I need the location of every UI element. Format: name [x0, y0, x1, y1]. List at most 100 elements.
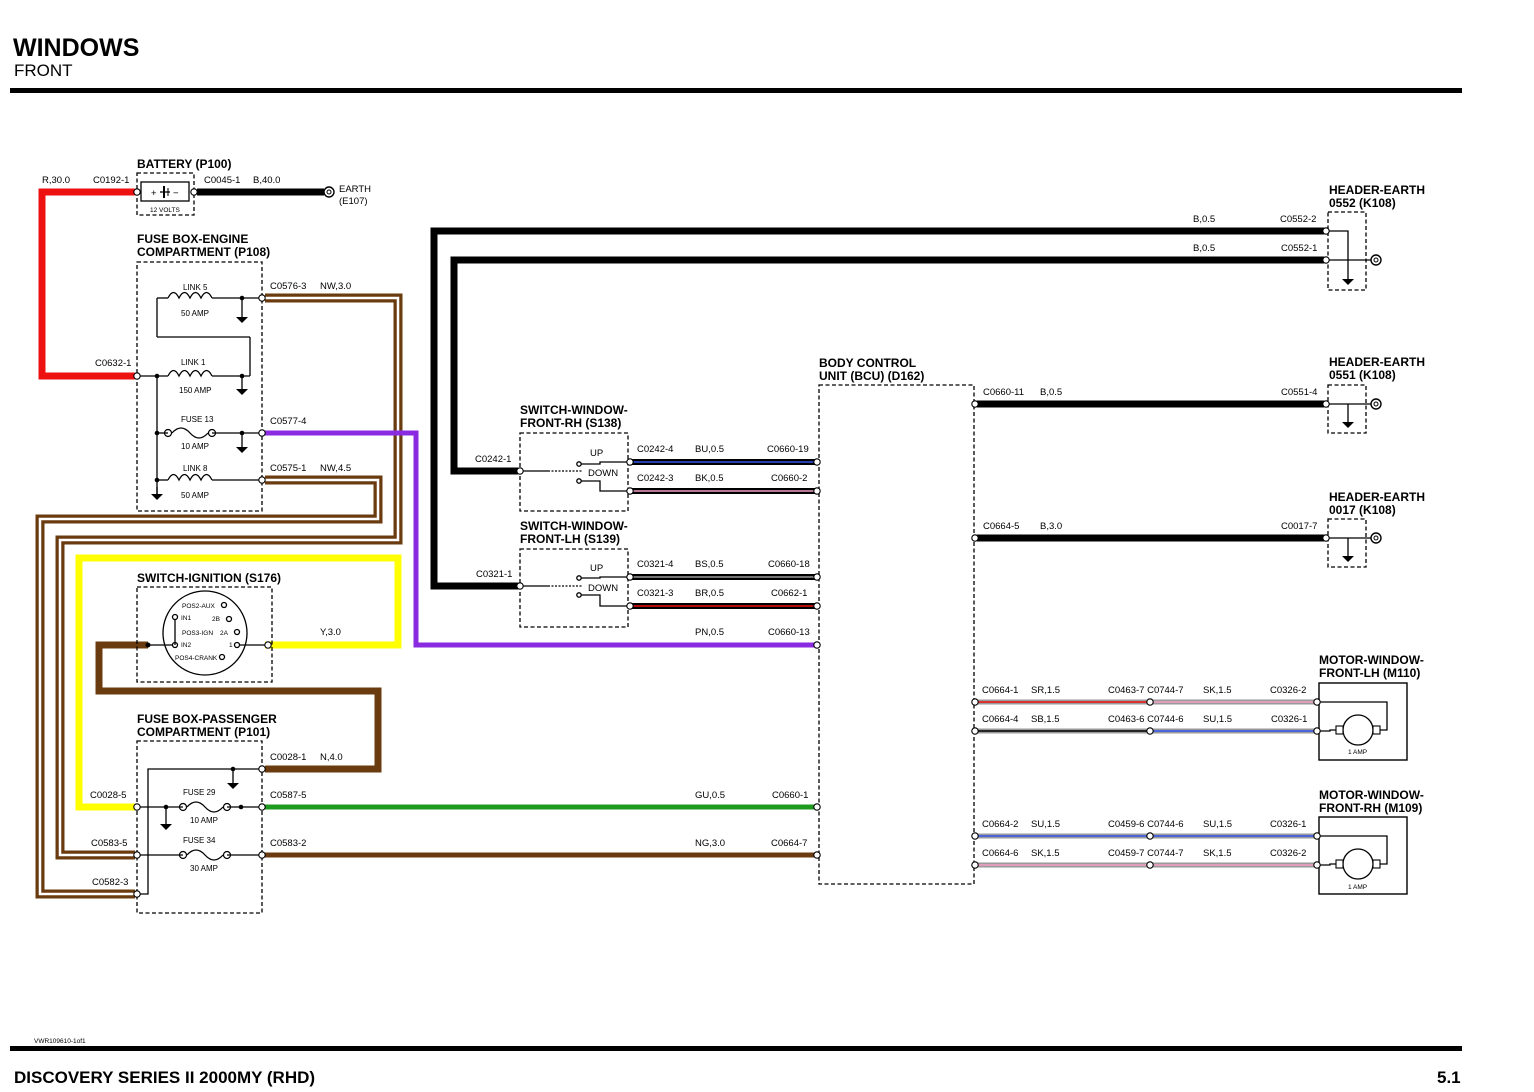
ign-in2: IN2 — [181, 642, 192, 649]
earth-e107-line1: EARTH — [339, 184, 371, 195]
label-y30: Y,3.0 — [320, 627, 341, 638]
label-c0660-11: C0660-11 — [983, 387, 1024, 398]
label-c0017-7: C0017-7 — [1281, 521, 1317, 532]
wire-nw-3-0 — [58, 296, 400, 857]
label-b30: B,3.0 — [1040, 521, 1062, 532]
label-su15b: SU,1.5 — [1031, 819, 1060, 830]
wire-r-30 — [38, 188, 135, 380]
fuse13-rating: 10 AMP — [181, 442, 209, 451]
body-control-unit: BODY CONTROL UNIT (BCU) (D162) — [813, 356, 979, 885]
battery: BATTERY (P100) + − 12 VOLTS — [133, 157, 231, 216]
label-sk15a: SK,1.5 — [1203, 685, 1232, 696]
fuse29-name: FUSE 29 — [183, 788, 216, 797]
fusebox-passenger: FUSE BOX-PASSENGER COMPARTMENT (P101) FU… — [133, 712, 277, 914]
label-b05c: B,0.5 — [1040, 387, 1062, 398]
label-sr15: SR,1.5 — [1031, 685, 1060, 696]
label-c0660-2: C0660-2 — [771, 473, 807, 484]
label-c0326-1a: C0326-1 — [1271, 714, 1307, 725]
label-c0576-3: C0576-3 — [270, 281, 306, 292]
label-c0664-2: C0664-2 — [982, 819, 1018, 830]
label-c0577-4: C0577-4 — [270, 416, 306, 427]
label-c0664-5: C0664-5 — [983, 521, 1019, 532]
switch-window-lh: SWITCH-WINDOW- FRONT-LH (S139) UP DOWN — [516, 519, 634, 628]
ign-pos2: POS2-AUX — [182, 603, 216, 610]
drawing-ref: VWR109610-1of1 — [34, 1038, 86, 1045]
label-c0583-2: C0583-2 — [270, 838, 306, 849]
motor-lh-title2: FRONT-LH (M110) — [1319, 666, 1420, 680]
motor-rh-rating: 1 AMP — [1348, 884, 1367, 891]
earth-e107-line2: (E107) — [339, 196, 368, 207]
motor-window-rh: MOTOR-WINDOW- FRONT-RH (M109) 1 AMP — [1313, 788, 1424, 895]
page-subtitle: FRONT — [14, 61, 73, 80]
switch-rh-up: UP — [590, 448, 603, 459]
label-c0575-1: C0575-1 — [270, 463, 306, 474]
fusebox-engine-title2: COMPARTMENT (P108) — [137, 245, 270, 259]
fuse34-name: FUSE 34 — [183, 836, 216, 845]
fusebox-pass-title1: FUSE BOX-PASSENGER — [137, 712, 277, 726]
label-c0664-6: C0664-6 — [982, 848, 1018, 859]
label-c0028-1: C0028-1 — [270, 752, 306, 763]
label-c0664-1: C0664-1 — [982, 685, 1018, 696]
label-c0662-1: C0662-1 — [771, 588, 807, 599]
link5-rating: 50 AMP — [181, 309, 209, 318]
label-c0321-1: C0321-1 — [476, 569, 512, 580]
label-pn05: PN,0.5 — [695, 627, 724, 638]
label-c0459-6: C0459-6 C0744-6 — [1108, 819, 1184, 830]
wire-b-0-5-lower — [450, 256, 1324, 475]
switch-lh-title2: FRONT-LH (S139) — [520, 532, 620, 546]
label-b05a: B,0.5 — [1193, 214, 1215, 225]
ign-1: 1 — [229, 642, 233, 649]
bcu-title1: BODY CONTROL — [819, 356, 916, 370]
header-earth-0017: HEADER-EARTH 0017 (K108) — [1322, 490, 1425, 568]
switch-rh-title1: SWITCH-WINDOW- — [520, 403, 628, 417]
motor-window-lh: MOTOR-WINDOW- FRONT-LH (M110) 1 AMP — [1313, 653, 1424, 761]
label-c0551-4: C0551-4 — [1281, 387, 1317, 398]
label-c0583-5: C0583-5 — [91, 838, 127, 849]
label-c0242-3: C0242-3 — [637, 473, 673, 484]
motor-lh-rating: 1 AMP — [1348, 749, 1367, 756]
label-c0660-1: C0660-1 — [772, 790, 808, 801]
ign-in1: IN1 — [181, 615, 192, 622]
switch-rh-title2: FRONT-RH (S138) — [520, 416, 621, 430]
label-nw30: NW,3.0 — [320, 281, 351, 292]
label-c0459-7: C0459-7 C0744-7 — [1108, 848, 1184, 859]
fusebox-engine-title1: FUSE BOX-ENGINE — [137, 232, 248, 246]
footer-title: DISCOVERY SERIES II 2000MY (RHD) — [14, 1068, 315, 1087]
switch-lh-down: DOWN — [588, 583, 618, 594]
label-r30: R,30.0 — [42, 175, 70, 186]
motor-lh-title1: MOTOR-WINDOW- — [1319, 653, 1424, 667]
battery-title: BATTERY (P100) — [137, 157, 231, 171]
label-sk15b: SK,1.5 — [1031, 848, 1060, 859]
header-earth-0551: HEADER-EARTH 0551 (K108) — [1322, 355, 1425, 434]
fuse29-rating: 10 AMP — [190, 816, 218, 825]
fuse13-name: FUSE 13 — [181, 415, 214, 424]
page-title: WINDOWS — [13, 34, 139, 62]
label-c0660-18: C0660-18 — [768, 559, 810, 570]
switch-lh-up: UP — [590, 563, 603, 574]
label-c0660-13: C0660-13 — [768, 627, 810, 638]
label-c0660-19: C0660-19 — [767, 444, 809, 455]
ign-2b: 2B — [212, 616, 220, 623]
label-c0192-1: C0192-1 — [93, 175, 129, 186]
label-su15c: SU,1.5 — [1203, 819, 1232, 830]
switch-rh-down: DOWN — [588, 468, 618, 479]
label-c0582-3: C0582-3 — [92, 877, 128, 888]
page-number: 5.1 — [1437, 1068, 1461, 1087]
ign-2a: 2A — [220, 630, 229, 637]
wire-labels: R,30.0 C0192-1 C0045-1 B,40.0 C0576-3 NW… — [42, 175, 1317, 888]
motor-rh-title2: FRONT-RH (M109) — [1319, 801, 1422, 815]
bcu-title2: UNIT (BCU) (D162) — [819, 369, 924, 383]
link5-name: LINK 5 — [183, 283, 208, 292]
motor-rh-title1: MOTOR-WINDOW- — [1319, 788, 1424, 802]
label-c0045-1: C0045-1 — [204, 175, 240, 186]
label-gu05: GU,0.5 — [695, 790, 725, 801]
fuse34-rating: 30 AMP — [190, 864, 218, 873]
label-c0326-2b: C0326-2 — [1270, 848, 1306, 859]
wire-n-4-0 — [95, 641, 382, 773]
earth-0551-title1: HEADER-EARTH — [1329, 355, 1425, 369]
earth-0552-title1: HEADER-EARTH — [1329, 183, 1425, 197]
label-sk15c: SK,1.5 — [1203, 848, 1232, 859]
label-c0632-1: C0632-1 — [95, 358, 131, 369]
fusebox-pass-title2: COMPARTMENT (P101) — [137, 725, 270, 739]
